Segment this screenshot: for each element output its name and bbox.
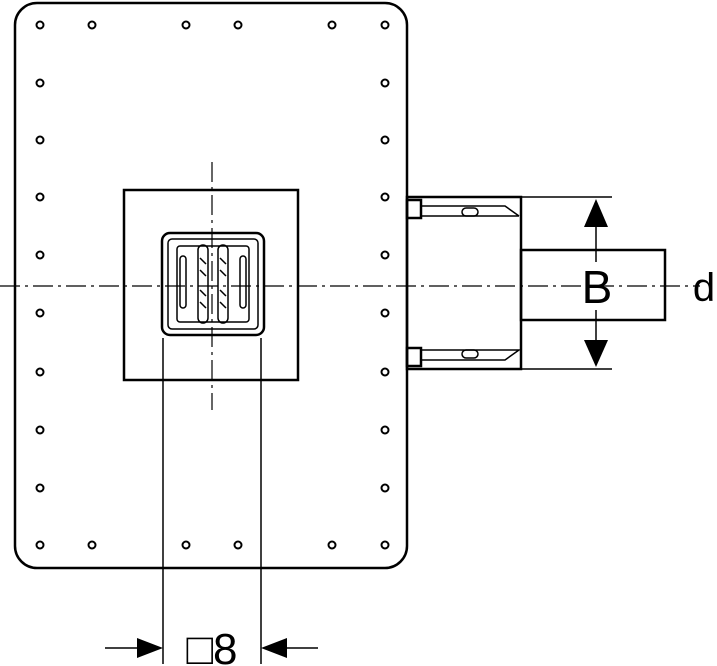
screw-hole: [181, 540, 191, 550]
screw-hole: [35, 483, 45, 493]
screw-hole: [233, 540, 243, 550]
screw-hole: [380, 483, 390, 493]
screw-hole: [327, 20, 337, 30]
screw-hole: [35, 308, 45, 318]
screw-hole: [35, 540, 45, 550]
screw-hole: [87, 20, 97, 30]
screw-hole: [35, 192, 45, 202]
screw-hole: [35, 250, 45, 260]
screw-hole: [380, 135, 390, 145]
screw-hole: [87, 540, 97, 550]
screw-hole: [380, 78, 390, 88]
drain-grate: [160, 231, 266, 337]
screw-hole: [181, 20, 191, 30]
screw-hole: [35, 425, 45, 435]
height-label: B: [582, 261, 613, 313]
screw-hole: [35, 135, 45, 145]
screw-hole: [380, 540, 390, 550]
screw-hole: [380, 192, 390, 202]
screw-hole: [327, 540, 337, 550]
side-outlet: [405, 195, 667, 371]
diameter-label: d: [693, 266, 715, 310]
dimension-b: [521, 196, 612, 370]
drain-cover-plate: [122, 188, 300, 382]
screw-hole: [35, 20, 45, 30]
screw-hole: [35, 78, 45, 88]
screw-hole: [35, 367, 45, 377]
dimension-square: [105, 338, 318, 664]
screw-hole: [380, 308, 390, 318]
screw-hole: [380, 425, 390, 435]
square-size-label: □8: [186, 625, 237, 666]
screw-hole: [380, 20, 390, 30]
screw-hole: [380, 250, 390, 260]
screw-hole: [380, 367, 390, 377]
screw-holes: [35, 20, 390, 550]
screw-hole: [233, 20, 243, 30]
